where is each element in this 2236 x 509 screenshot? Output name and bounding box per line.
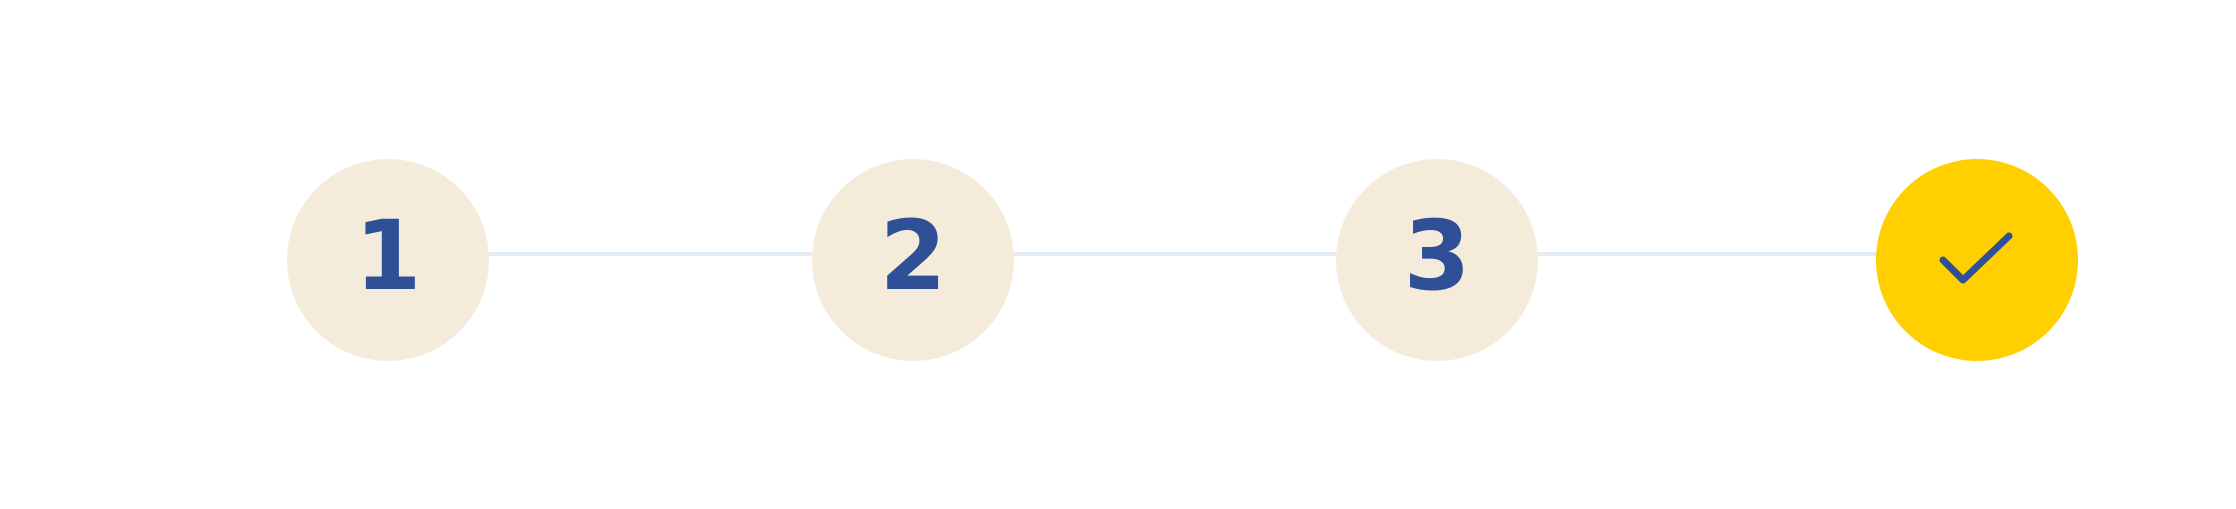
step-connector — [1536, 252, 1878, 256]
step-2[interactable]: 2 — [812, 159, 1014, 361]
step-complete[interactable] — [1876, 159, 2078, 361]
step-1[interactable]: 1 — [287, 159, 489, 361]
step-connector — [1012, 252, 1338, 256]
step-number: 1 — [354, 200, 422, 312]
step-connector — [488, 252, 814, 256]
check-icon — [1937, 230, 2017, 290]
step-3[interactable]: 3 — [1336, 159, 1538, 361]
step-number: 3 — [1403, 200, 1471, 312]
step-number: 2 — [879, 200, 947, 312]
